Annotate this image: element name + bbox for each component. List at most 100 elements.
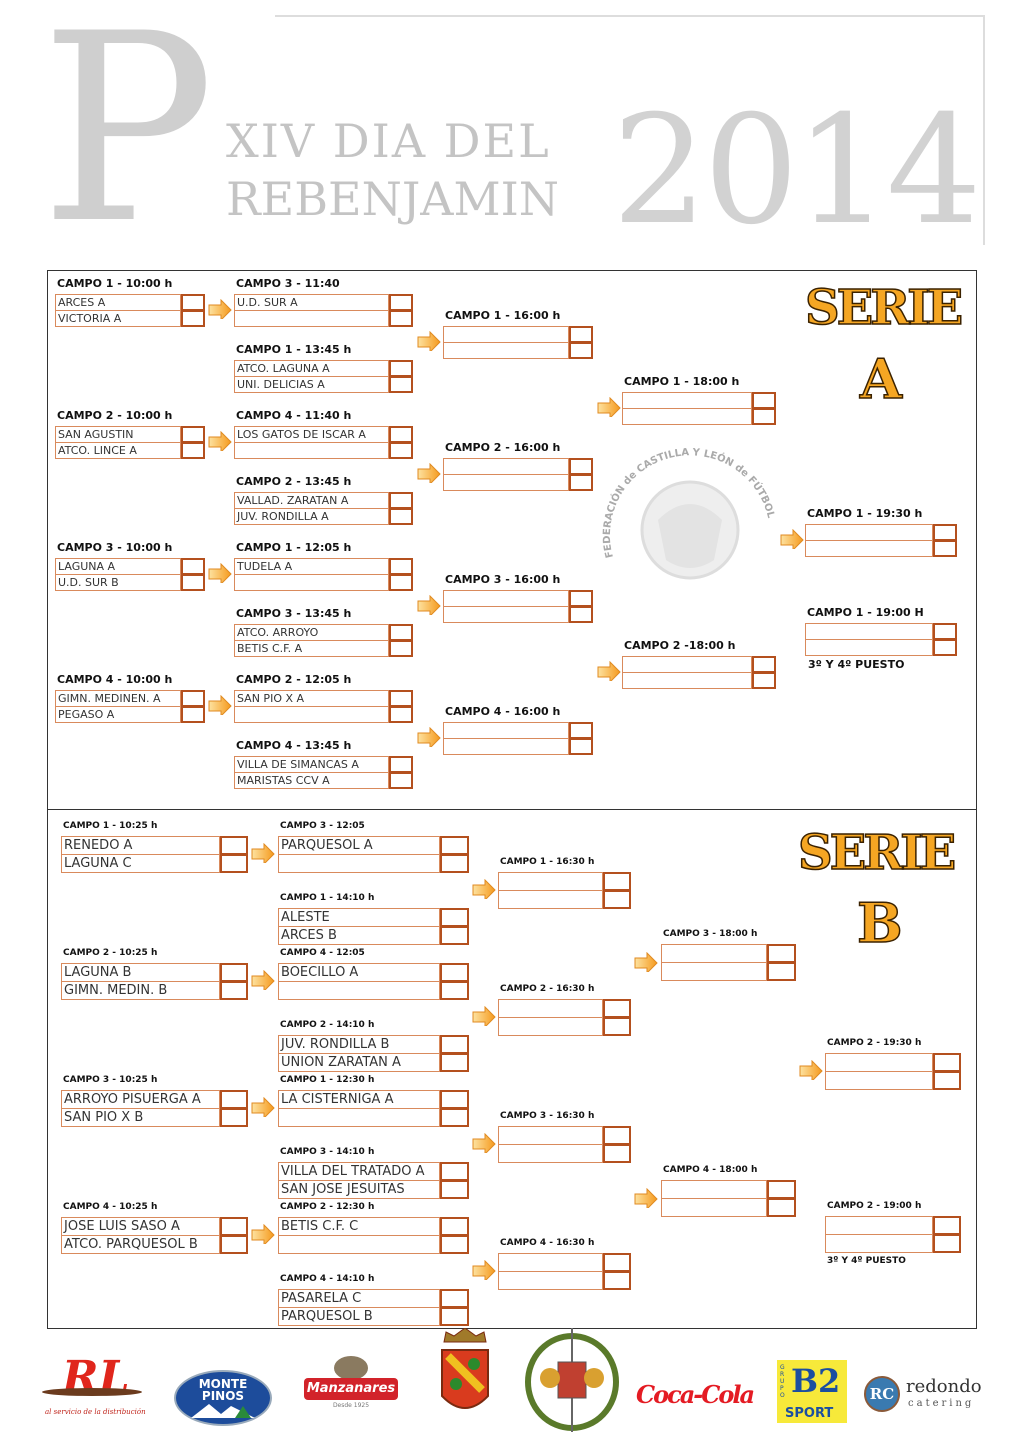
- team-name-field[interactable]: PARQUESOL A: [278, 836, 440, 855]
- score-field[interactable]: [603, 890, 631, 909]
- team-name-field[interactable]: [805, 623, 933, 640]
- team-name-field[interactable]: RENEDO A: [61, 836, 220, 855]
- team-name-field[interactable]: [622, 392, 752, 409]
- score-field[interactable]: [440, 981, 469, 1000]
- score-field[interactable]: [569, 590, 593, 607]
- score-field[interactable]: [389, 574, 413, 591]
- team-name-field[interactable]: ARCES B: [278, 926, 440, 945]
- team-name-field[interactable]: U.D. SUR A: [234, 294, 389, 311]
- team-name-field[interactable]: ATCO. LAGUNA A: [234, 360, 389, 377]
- score-field[interactable]: [603, 1253, 631, 1272]
- team-name-field[interactable]: [443, 606, 569, 623]
- team-name-field[interactable]: [234, 310, 389, 327]
- team-name-field[interactable]: SAN AGUSTIN: [55, 426, 181, 443]
- score-field[interactable]: [220, 836, 248, 855]
- team-name-field[interactable]: [661, 1198, 767, 1217]
- score-field[interactable]: [752, 408, 776, 425]
- score-field[interactable]: [181, 442, 205, 459]
- team-name-field[interactable]: [498, 1144, 603, 1163]
- score-field[interactable]: [440, 1217, 469, 1236]
- team-name-field[interactable]: [443, 458, 569, 475]
- team-name-field[interactable]: JOSE LUIS SASO A: [61, 1217, 220, 1236]
- team-name-field[interactable]: [805, 524, 933, 541]
- score-field[interactable]: [603, 1144, 631, 1163]
- team-name-field[interactable]: VILLA DEL TRATADO A: [278, 1162, 440, 1181]
- score-field[interactable]: [389, 756, 413, 773]
- team-name-field[interactable]: [234, 574, 389, 591]
- team-name-field[interactable]: VICTORIA A: [55, 310, 181, 327]
- score-field[interactable]: [181, 690, 205, 707]
- score-field[interactable]: [933, 1053, 961, 1072]
- team-name-field[interactable]: BETIS C.F. A: [234, 640, 389, 657]
- score-field[interactable]: [933, 1234, 961, 1253]
- score-field[interactable]: [440, 1108, 469, 1127]
- score-field[interactable]: [389, 772, 413, 789]
- team-name-field[interactable]: LAGUNA C: [61, 854, 220, 873]
- score-field[interactable]: [440, 908, 469, 927]
- team-name-field[interactable]: [661, 1180, 767, 1199]
- score-field[interactable]: [440, 1035, 469, 1054]
- team-name-field[interactable]: JUV. RONDILLA A: [234, 508, 389, 525]
- team-name-field[interactable]: [498, 1253, 603, 1272]
- team-name-field[interactable]: [825, 1053, 933, 1072]
- score-field[interactable]: [389, 640, 413, 657]
- score-field[interactable]: [220, 1235, 248, 1254]
- score-field[interactable]: [569, 326, 593, 343]
- team-name-field[interactable]: ATCO. LINCE A: [55, 442, 181, 459]
- score-field[interactable]: [603, 1017, 631, 1036]
- team-name-field[interactable]: [498, 999, 603, 1018]
- score-field[interactable]: [389, 706, 413, 723]
- team-name-field[interactable]: SAN PIO X B: [61, 1108, 220, 1127]
- team-name-field[interactable]: [498, 1271, 603, 1290]
- score-field[interactable]: [933, 1216, 961, 1235]
- score-field[interactable]: [440, 1289, 469, 1308]
- score-field[interactable]: [440, 1307, 469, 1326]
- team-name-field[interactable]: ATCO. ARROYO: [234, 624, 389, 641]
- team-name-field[interactable]: SAN PIO X A: [234, 690, 389, 707]
- score-field[interactable]: [933, 1071, 961, 1090]
- score-field[interactable]: [440, 1180, 469, 1199]
- score-field[interactable]: [767, 944, 796, 963]
- team-name-field[interactable]: [278, 854, 440, 873]
- score-field[interactable]: [181, 574, 205, 591]
- team-name-field[interactable]: ALESTE: [278, 908, 440, 927]
- score-field[interactable]: [569, 474, 593, 491]
- score-field[interactable]: [752, 392, 776, 409]
- team-name-field[interactable]: LA CISTERNIGA A: [278, 1090, 440, 1109]
- score-field[interactable]: [181, 558, 205, 575]
- team-name-field[interactable]: MARISTAS CCV A: [234, 772, 389, 789]
- score-field[interactable]: [933, 639, 957, 656]
- team-name-field[interactable]: [825, 1234, 933, 1253]
- score-field[interactable]: [440, 854, 469, 873]
- team-name-field[interactable]: BOECILLO A: [278, 963, 440, 982]
- score-field[interactable]: [933, 623, 957, 640]
- score-field[interactable]: [389, 624, 413, 641]
- score-field[interactable]: [220, 981, 248, 1000]
- team-name-field[interactable]: LOS GATOS DE ISCAR A: [234, 426, 389, 443]
- team-name-field[interactable]: LAGUNA B: [61, 963, 220, 982]
- score-field[interactable]: [440, 1090, 469, 1109]
- score-field[interactable]: [181, 294, 205, 311]
- team-name-field[interactable]: [234, 706, 389, 723]
- score-field[interactable]: [440, 1235, 469, 1254]
- score-field[interactable]: [389, 376, 413, 393]
- score-field[interactable]: [220, 854, 248, 873]
- score-field[interactable]: [440, 926, 469, 945]
- score-field[interactable]: [440, 836, 469, 855]
- score-field[interactable]: [181, 706, 205, 723]
- score-field[interactable]: [389, 360, 413, 377]
- team-name-field[interactable]: [443, 326, 569, 343]
- team-name-field[interactable]: JUV. RONDILLA B: [278, 1035, 440, 1054]
- score-field[interactable]: [220, 1090, 248, 1109]
- team-name-field[interactable]: [622, 408, 752, 425]
- team-name-field[interactable]: [498, 1017, 603, 1036]
- team-name-field[interactable]: ARCES A: [55, 294, 181, 311]
- team-name-field[interactable]: GIMN. MEDINEN. A: [55, 690, 181, 707]
- team-name-field[interactable]: GIMN. MEDIN. B: [61, 981, 220, 1000]
- score-field[interactable]: [389, 294, 413, 311]
- team-name-field[interactable]: [278, 1235, 440, 1254]
- team-name-field[interactable]: [443, 722, 569, 739]
- score-field[interactable]: [933, 540, 957, 557]
- team-name-field[interactable]: [278, 981, 440, 1000]
- score-field[interactable]: [767, 1180, 796, 1199]
